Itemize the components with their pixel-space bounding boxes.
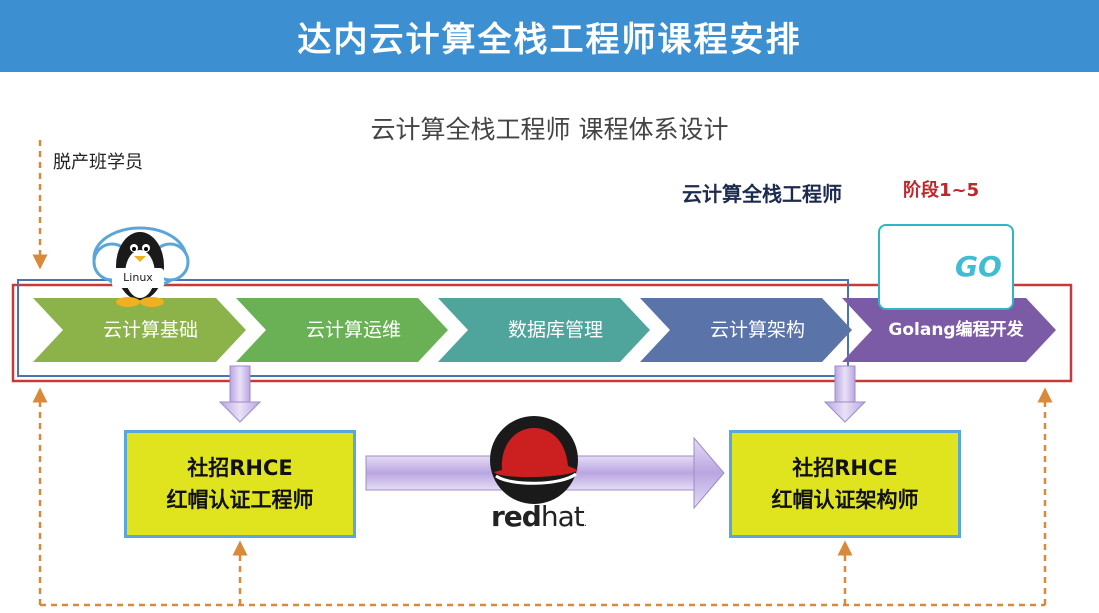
linux-badge: Linux xyxy=(112,268,164,288)
step-chevron-5 xyxy=(842,298,1056,362)
step-label-1: 云计算基础 xyxy=(102,319,198,341)
header-banner: 达内云计算全栈工程师课程安排 xyxy=(0,0,1099,72)
redhat-wordmark-bold: red xyxy=(491,500,542,533)
step-label-4: 云计算架构 xyxy=(709,319,805,341)
step-label-3: 数据库管理 xyxy=(507,319,603,341)
diagram-subtitle: 云计算全栈工程师 课程体系设计 xyxy=(370,115,729,144)
cert-engineer-line2: 红帽认证工程师 xyxy=(166,488,314,512)
step-chevron-3 xyxy=(438,298,650,362)
down-arrow-1 xyxy=(218,365,262,423)
cert-architect-line1: 社招RHCE xyxy=(792,456,898,480)
header-title: 达内云计算全栈工程师课程安排 xyxy=(297,19,802,60)
step-chevron-2 xyxy=(236,298,448,362)
cert-engineer-line1: 社招RHCE xyxy=(187,456,293,480)
go-logo-text: GO xyxy=(955,250,1002,283)
step-chevron-1 xyxy=(33,298,246,362)
redhat-wordmark: redhat. xyxy=(491,500,587,533)
cert-architect-line2: 红帽认证架构师 xyxy=(771,488,919,512)
redhat-wordmark-light: hat xyxy=(540,500,585,533)
down-arrow-2 xyxy=(823,365,867,423)
outer-frame xyxy=(11,283,1073,383)
cert-box-architect: 社招RHCE 红帽认证架构师 xyxy=(729,430,961,538)
track-title: 云计算全栈工程师 xyxy=(682,182,842,206)
student-label: 脱产班学员 xyxy=(53,152,143,173)
cert-box-engineer: 社招RHCE 红帽认证工程师 xyxy=(124,430,356,538)
stage-label: 阶段1~5 xyxy=(903,180,980,201)
step-chevron-4 xyxy=(640,298,852,362)
step-label-5: Golang编程开发 xyxy=(888,320,1024,340)
go-logo-card xyxy=(878,224,1014,310)
redhat-logo-icon xyxy=(490,416,578,504)
step-label-2: 云计算运维 xyxy=(305,319,401,341)
